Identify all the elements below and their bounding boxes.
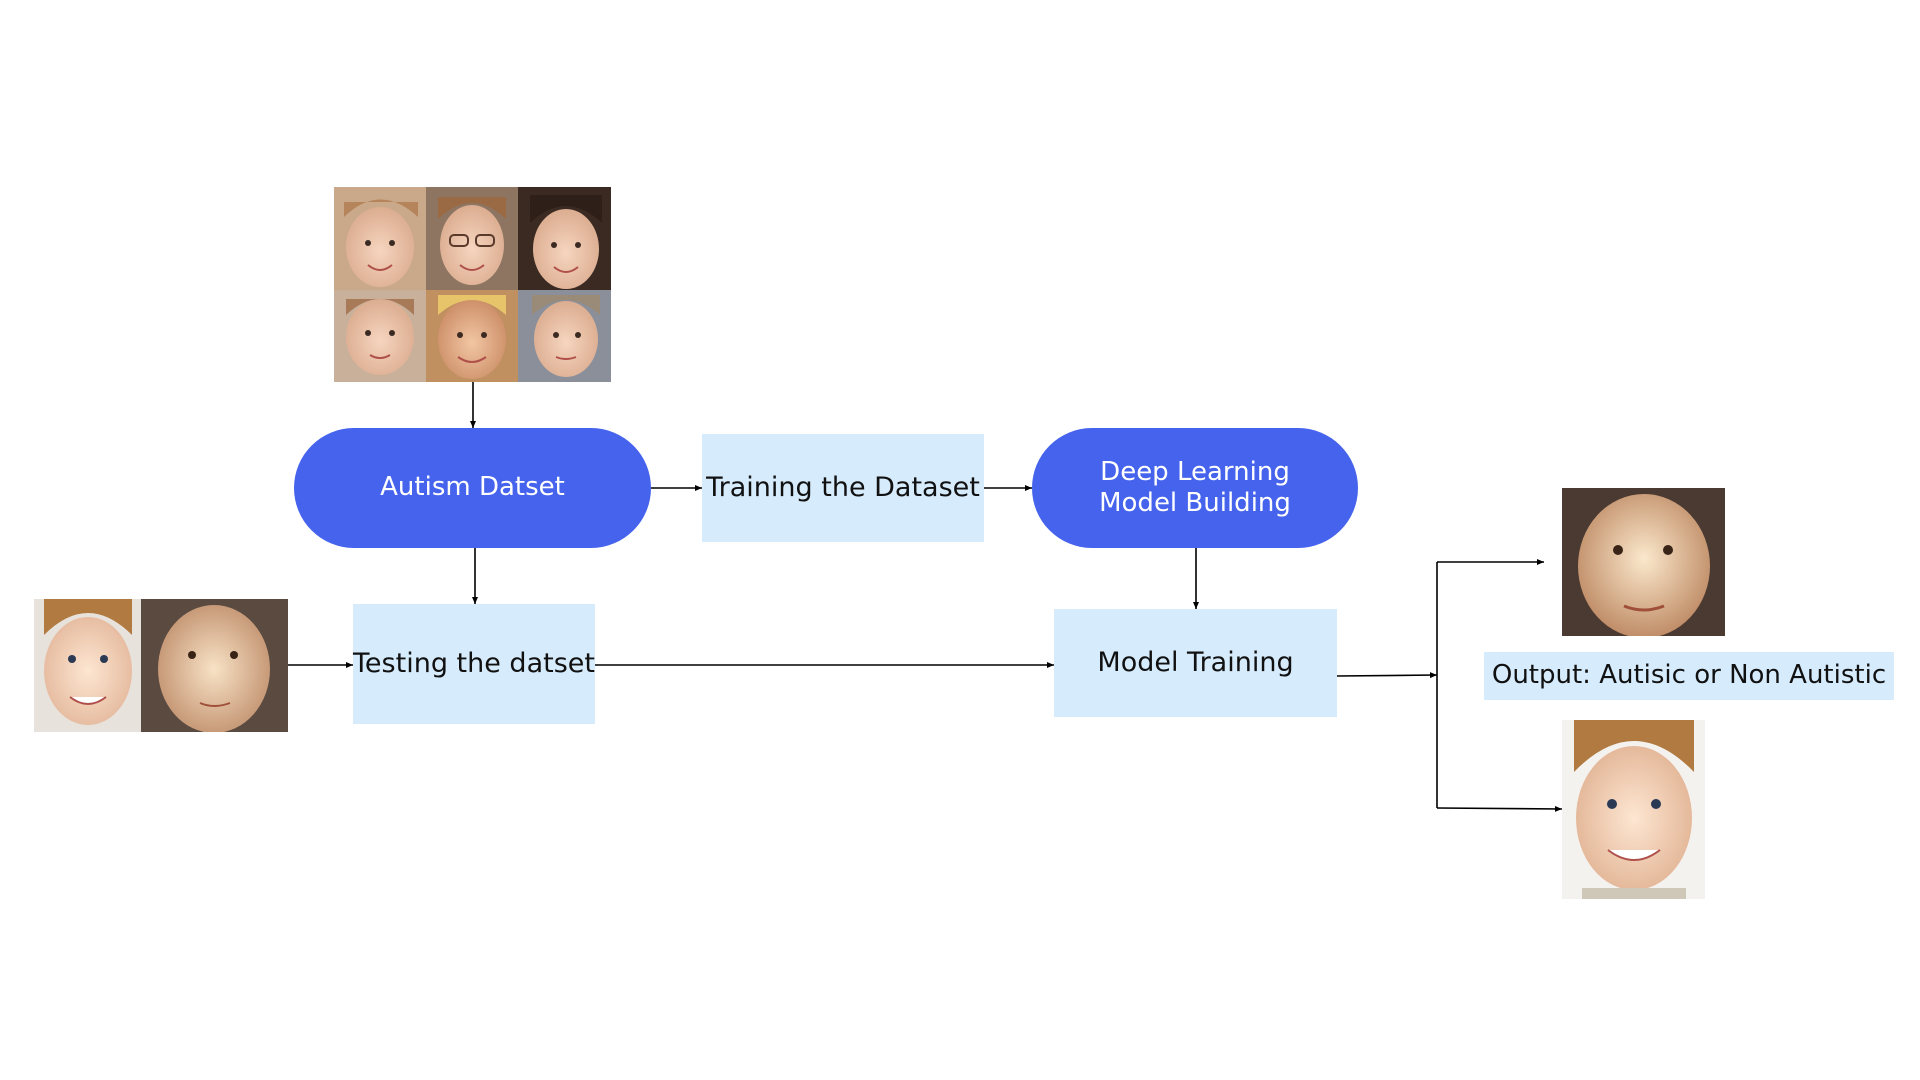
output-label: Output: Autisic or Non Autistic	[1491, 660, 1887, 691]
output-face-non-autistic	[1562, 720, 1705, 899]
autism-dataset-label: Autism Datset	[380, 472, 565, 503]
arrow-model-training-to-split	[1336, 672, 1438, 679]
autism-dataset-node: Autism Datset	[294, 428, 651, 548]
model-training-node: Model Training	[1054, 609, 1337, 717]
deep-learning-node: Deep Learning Model Building	[1032, 428, 1358, 548]
testing-dataset-label: Testing the datset	[353, 647, 595, 679]
output-node: Output: Autisic or Non Autistic	[1484, 652, 1894, 700]
model-training-label: Model Training	[1097, 646, 1294, 678]
test-face-samples	[34, 599, 288, 732]
arrow-split-to-output-bottom	[1436, 805, 1563, 812]
testing-dataset-node: Testing the datset	[353, 604, 595, 724]
output-face-autistic	[1562, 488, 1725, 636]
training-dataset-node: Training the Dataset	[702, 434, 984, 542]
dataset-face-collage	[334, 187, 611, 382]
training-dataset-label: Training the Dataset	[706, 471, 980, 503]
deep-learning-label: Deep Learning Model Building	[1099, 456, 1291, 518]
